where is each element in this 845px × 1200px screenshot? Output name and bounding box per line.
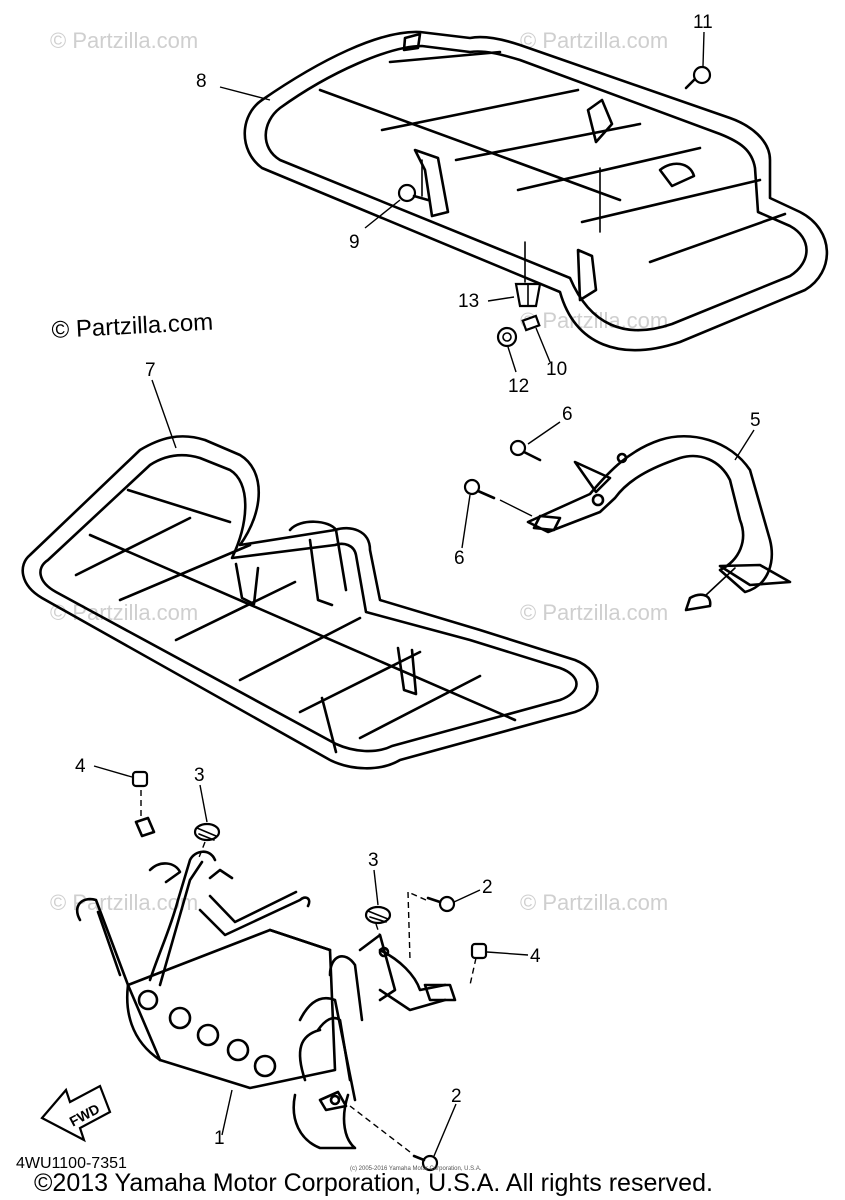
callout-13: 13 [458, 291, 479, 312]
watermark: © Partzilla.com [520, 600, 668, 625]
dashed-leader [375, 923, 383, 943]
watermark: © Partzilla.com [520, 28, 668, 53]
cap-part-4-right [470, 942, 488, 960]
guard-part-5 [526, 434, 792, 612]
bolt-part-2-upper [426, 895, 456, 913]
tiny-notice: (c) 2005-2016 Yamaha Motor Corporation, … [350, 1166, 482, 1172]
front-carrier-part-7 [21, 435, 599, 770]
callout-12: 12 [508, 376, 529, 397]
bolt-part-2-lower [412, 1154, 439, 1172]
dashed-leader [469, 957, 477, 986]
dashed-leader [407, 891, 411, 961]
watermark-main: © Partzilla.com [51, 309, 214, 344]
callout-9: 9 [349, 232, 360, 253]
bolt-part-6-lower [463, 478, 533, 517]
callout-4-right: 4 [530, 946, 541, 967]
fwd-arrow-icon: FWD [40, 1084, 112, 1143]
dashed-leader [197, 841, 206, 861]
pin-part-10 [521, 314, 541, 332]
callout-8: 8 [196, 71, 207, 92]
dashed-leader [407, 891, 427, 901]
nut-part-12 [496, 326, 518, 348]
bolt-part-6-upper [509, 439, 542, 462]
watermark: © Partzilla.com [50, 600, 198, 625]
callout-3-right: 3 [368, 850, 379, 871]
callout-6-lower: 6 [454, 548, 465, 569]
bolt-part-11 [684, 65, 712, 90]
callout-1: 1 [214, 1128, 225, 1149]
callout-7: 7 [145, 360, 156, 381]
bracket-left [134, 816, 156, 838]
bolt-part-9 [397, 183, 430, 203]
cap-part-4-left [131, 770, 149, 788]
dashed-leader [349, 1105, 411, 1153]
callout-6-upper: 6 [562, 404, 573, 425]
grommet-part-3-right [364, 905, 392, 925]
copyright: ©2013 Yamaha Motor Corporation, U.S.A. A… [34, 1169, 713, 1197]
callout-4-left: 4 [75, 756, 86, 777]
front-bumper-part-1 [75, 850, 457, 1150]
grommet-part-3-left [193, 822, 221, 842]
watermark: © Partzilla.com [50, 28, 198, 53]
callout-2-upper: 2 [482, 877, 493, 898]
rear-carrier-part-8 [243, 30, 829, 352]
callout-5: 5 [750, 410, 761, 431]
callout-11: 11 [693, 12, 713, 33]
collar-part-13 [514, 282, 542, 308]
diagram-code: 4WU1100-7351 [16, 1155, 127, 1172]
callout-2-lower: 2 [451, 1086, 462, 1107]
callout-10: 10 [546, 359, 567, 380]
watermark: © Partzilla.com [520, 890, 668, 915]
callout-3-left: 3 [194, 765, 205, 786]
